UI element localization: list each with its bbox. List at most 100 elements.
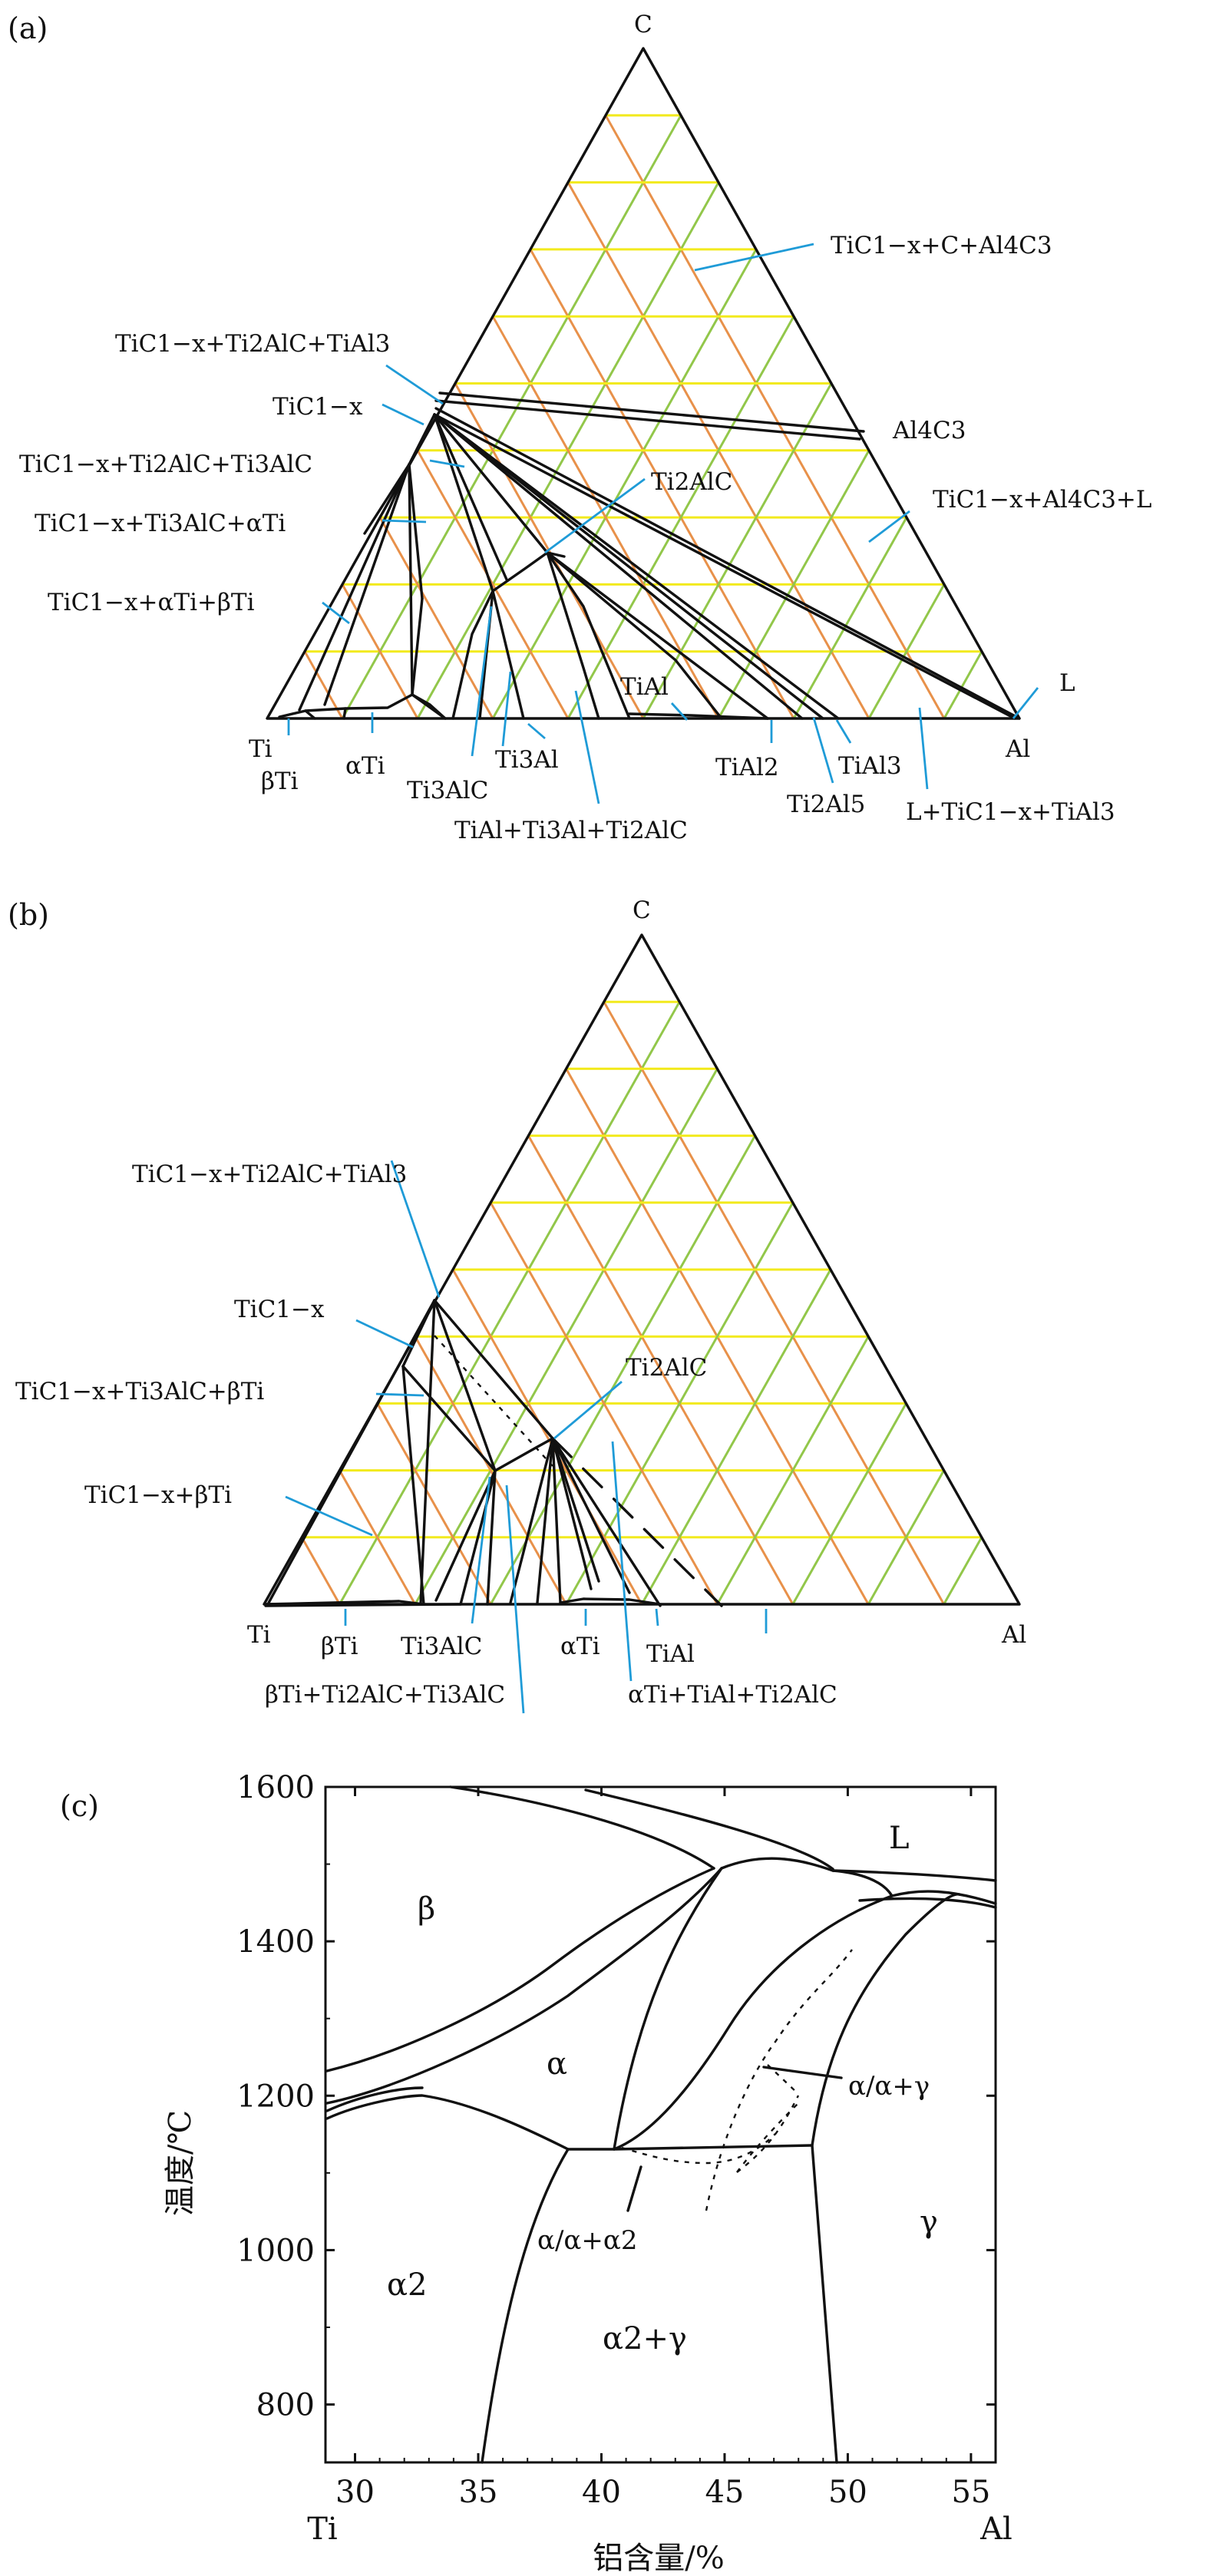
panel-c-x-label: 铝含量/%	[593, 2541, 724, 2576]
panel-a-labels: TiC1−x+C+Al4C3 TiC1−x+Ti2AlC+TiAl3 TiC1−…	[19, 232, 1152, 844]
x-tick-label: 35	[459, 2475, 498, 2510]
label-tial-ti3al-ti2alc: TiAl+Ti3Al+Ti2AlC	[454, 817, 688, 844]
label-b-tic: TiC1−x	[234, 1296, 325, 1323]
label-tic-al4c3-l: TiC1−x+Al4C3+L	[933, 486, 1152, 514]
grid-line-green	[867, 583, 946, 719]
grid-line-orange	[604, 114, 946, 719]
grid-line-green	[791, 1402, 907, 1605]
y-tick-label: 1200	[236, 2079, 315, 2114]
label-l: L	[1059, 669, 1075, 697]
x-tick-label: 55	[951, 2475, 990, 2510]
region-gamma: γ	[920, 2204, 938, 2240]
grid-line-green	[491, 249, 758, 719]
region-alpha2: α2	[387, 2267, 427, 2303]
panel-a-vertex-c: C	[634, 11, 652, 38]
panel-b-vertex-c: C	[633, 897, 651, 924]
grid-line-green	[717, 450, 870, 719]
x-tick-label: 45	[705, 2475, 744, 2510]
label-b-tic-ti2alc-tial3: TiC1−x+Ti2AlC+TiAl3	[132, 1161, 407, 1188]
label-tic-ati-bti: TiC1−x+αTi+βTi	[48, 589, 255, 616]
panel-b-phase-boundaries	[264, 1299, 723, 1607]
grid-line-green	[489, 1134, 756, 1605]
panel-b-vertex-al: Al	[1001, 1621, 1026, 1649]
label-tial: TiAl	[620, 673, 669, 701]
label-b-tic-ti3alc-bti: TiC1−x+Ti3AlC+βTi	[15, 1378, 264, 1405]
label-tic-ti3alc-ati: TiC1−x+Ti3AlC+αTi	[35, 510, 286, 537]
panel-a-grid	[303, 114, 983, 719]
grid-line-orange	[303, 650, 344, 719]
label-b-ati-tial-ti2alc: αTi+TiAl+Ti2AlC	[628, 1681, 837, 1709]
grid-line-orange	[527, 1134, 794, 1605]
label-ati: αTi	[345, 752, 385, 780]
region-alpha-gamma: α/α+γ	[848, 2071, 930, 2102]
panel-c-region-labels: L β α α/α+γ α/α+α2 γ α2 α2+γ	[387, 1821, 938, 2356]
y-tick-label: 800	[256, 2388, 315, 2423]
grid-line-orange	[454, 382, 645, 719]
grid-line-green	[339, 1001, 681, 1605]
label-ti2alc: Ti2AlC	[651, 468, 732, 496]
panel-c-phase-boundaries	[325, 1785, 997, 2464]
label-al4c3: Al4C3	[892, 417, 966, 444]
panel-c-y-label: 温度/℃	[163, 2110, 198, 2216]
panel-c-tag: (c)	[60, 1789, 99, 1823]
panel-a-tag: (a)	[8, 12, 48, 45]
panel-a-phase-boundaries	[278, 391, 1021, 720]
panel-b-grid	[300, 1000, 983, 1605]
y-tick-label: 1000	[236, 2233, 315, 2268]
panel-b-tag: (b)	[8, 898, 49, 932]
label-b-bti-ti2alc-ti3alc: βTi+Ti2AlC+Ti3AlC	[265, 1681, 505, 1709]
grid-line-orange	[529, 249, 795, 719]
panel-a: (a) C Ti Al	[8, 11, 1152, 844]
panel-b-triangle	[263, 933, 1021, 1606]
grid-line-green	[716, 1336, 870, 1605]
grid-line-green	[642, 382, 833, 719]
label-b-tic-bti: TiC1−x+βTi	[84, 1481, 232, 1509]
grid-line-orange	[416, 450, 570, 719]
region-l: L	[889, 1821, 910, 1856]
label-b-ti3alc: Ti3AlC	[401, 1633, 482, 1660]
label-ti3al: Ti3Al	[495, 746, 559, 774]
grid-line-green	[943, 1537, 983, 1605]
grid-line-orange	[376, 1402, 492, 1605]
label-bti: βTi	[261, 768, 299, 795]
label-b-ti2alc: Ti2AlC	[626, 1354, 707, 1382]
region-beta: β	[418, 1891, 435, 1927]
panel-b: (b) C Ti Al	[8, 897, 1026, 1714]
label-b-bti: βTi	[321, 1633, 358, 1660]
panel-a-vertex-ti: Ti	[249, 735, 273, 763]
panel-a-triangle	[266, 47, 1021, 720]
panel-b-labels: TiC1−x+Ti2AlC+TiAl3 TiC1−x TiC1−x+Ti3AlC…	[15, 1161, 837, 1709]
label-tial3: TiAl3	[838, 752, 902, 780]
y-tick-label: 1600	[236, 1770, 315, 1805]
panel-c-frame	[324, 1785, 997, 2464]
region-alpha-alpha2: α/α+α2	[537, 2225, 637, 2256]
panel-a-leaders	[287, 243, 1039, 804]
grid-line-orange	[341, 583, 419, 719]
label-b-ati: αTi	[560, 1633, 600, 1660]
grid-line-green	[640, 1269, 832, 1605]
panel-a-vertex-al: Al	[1005, 735, 1030, 763]
label-tic: TiC1−x	[273, 393, 363, 421]
x-tick-label: 50	[828, 2475, 867, 2510]
x-tick-label: 40	[582, 2475, 621, 2510]
region-alpha2-gamma: α2+γ	[603, 2321, 687, 2356]
label-ti2al5: Ti2Al5	[787, 791, 865, 818]
label-b-tial: TiAl	[646, 1640, 695, 1668]
region-alpha: α	[547, 2046, 567, 2082]
grid-line-orange	[339, 1469, 417, 1605]
grid-line-green	[943, 650, 983, 719]
label-tic-ti2alc-tial3: TiC1−x+Ti2AlC+TiAl3	[115, 330, 390, 358]
label-l-tic-tial3: L+TiC1−x+TiAl3	[906, 798, 1115, 826]
label-tic-c-al4c3: TiC1−x+C+Al4C3	[831, 232, 1052, 259]
grid-line-orange	[603, 1001, 945, 1605]
y-tick-label: 1400	[236, 1924, 315, 1960]
grid-line-green	[867, 1469, 945, 1605]
label-ti3alc: Ti3AlC	[407, 777, 488, 804]
grid-line-orange	[378, 517, 494, 719]
label-tic-ti2alc-ti3alc: TiC1−x+Ti2AlC+Ti3AlC	[19, 451, 312, 478]
grid-line-green	[341, 114, 682, 719]
